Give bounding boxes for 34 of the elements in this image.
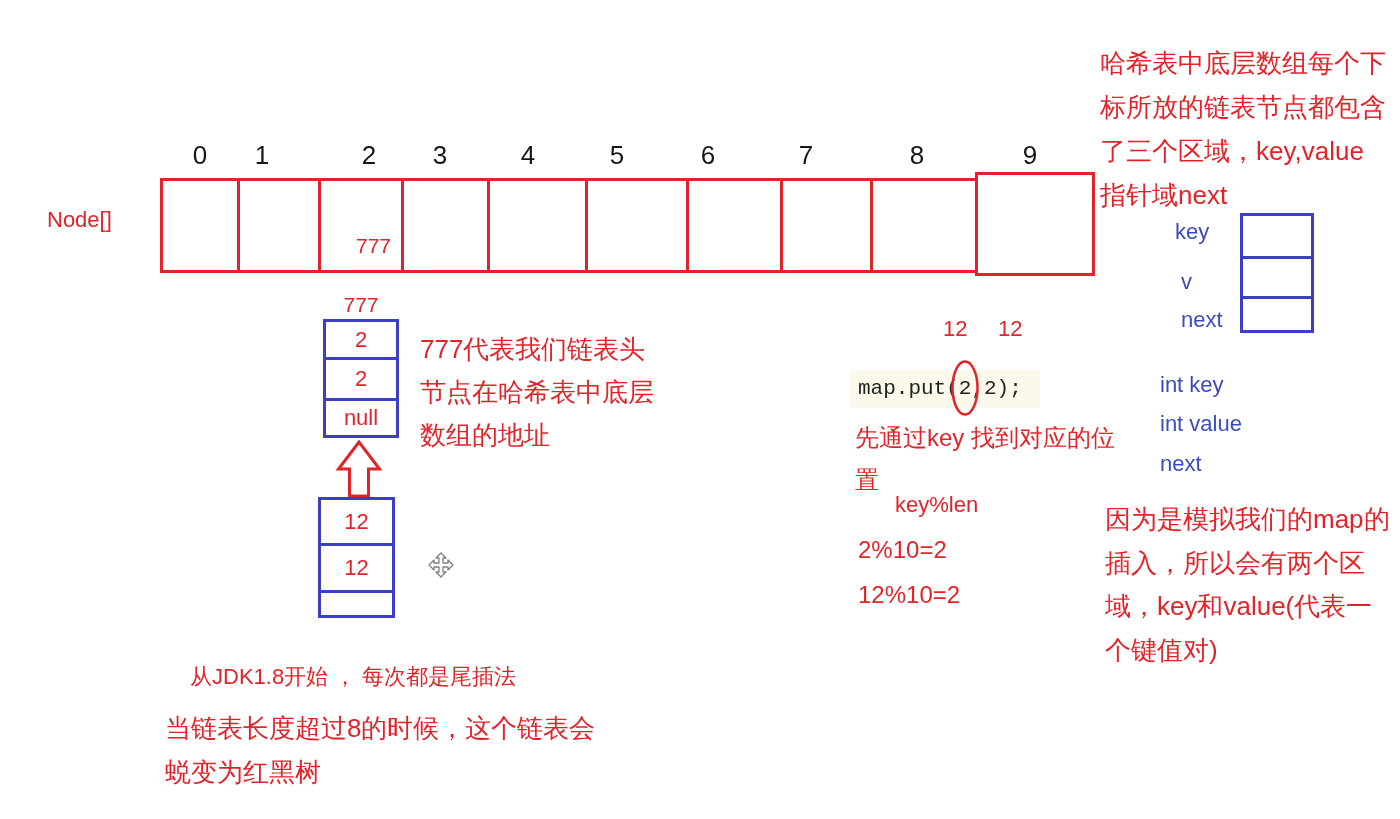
- formula-text: 12%10=2: [858, 580, 961, 610]
- value-label: 12: [943, 315, 968, 343]
- address-label: 777: [343, 292, 379, 318]
- array-label: Node[]: [47, 207, 112, 233]
- index-number: 9: [1022, 139, 1038, 172]
- index-number: 6: [700, 139, 716, 172]
- field-name: v: [1181, 268, 1192, 296]
- block-arrow: [335, 439, 383, 498]
- node-field: 12: [318, 497, 395, 546]
- field-declaration: next: [1160, 450, 1202, 478]
- field-name: key: [1175, 218, 1210, 246]
- cell-value: 777: [355, 234, 391, 258]
- field-name: next: [1181, 306, 1223, 334]
- node-field: null: [323, 398, 399, 438]
- index-number: 7: [798, 139, 814, 172]
- annotation-text: 哈希表中底层数组每个下标所放的链表节点都包含了三个区域，key,value指针域next: [1100, 47, 1387, 212]
- index-number: 0: [192, 139, 208, 172]
- index-number: 1: [254, 139, 270, 172]
- node-field: 2: [323, 357, 399, 401]
- index-number: 8: [909, 139, 925, 172]
- index-number: 4: [520, 139, 536, 172]
- formula-text: 2%10=2: [858, 535, 947, 565]
- field-declaration: int key: [1160, 371, 1224, 399]
- note-text: 当链表长度超过8的时候，这个链表会蜕变为红黑树: [165, 712, 597, 789]
- node-field: 12: [318, 543, 395, 593]
- index-number: 3: [432, 139, 448, 172]
- field-declaration: int value: [1160, 410, 1242, 438]
- value-label: 12: [998, 315, 1023, 343]
- note-text: 从JDK1.8开始 ， 每次都是尾插法: [190, 663, 517, 691]
- index-number: 2: [361, 139, 377, 172]
- index-number: 5: [609, 139, 625, 172]
- node-field: 2: [323, 319, 399, 360]
- annotation-text: 777代表我们链表头节点在哈希表中底层数组的地址: [420, 333, 655, 452]
- annotation-text: 因为是模拟我们的map的插入，所以会有两个区域，key和value(代表一个键值对): [1105, 503, 1391, 667]
